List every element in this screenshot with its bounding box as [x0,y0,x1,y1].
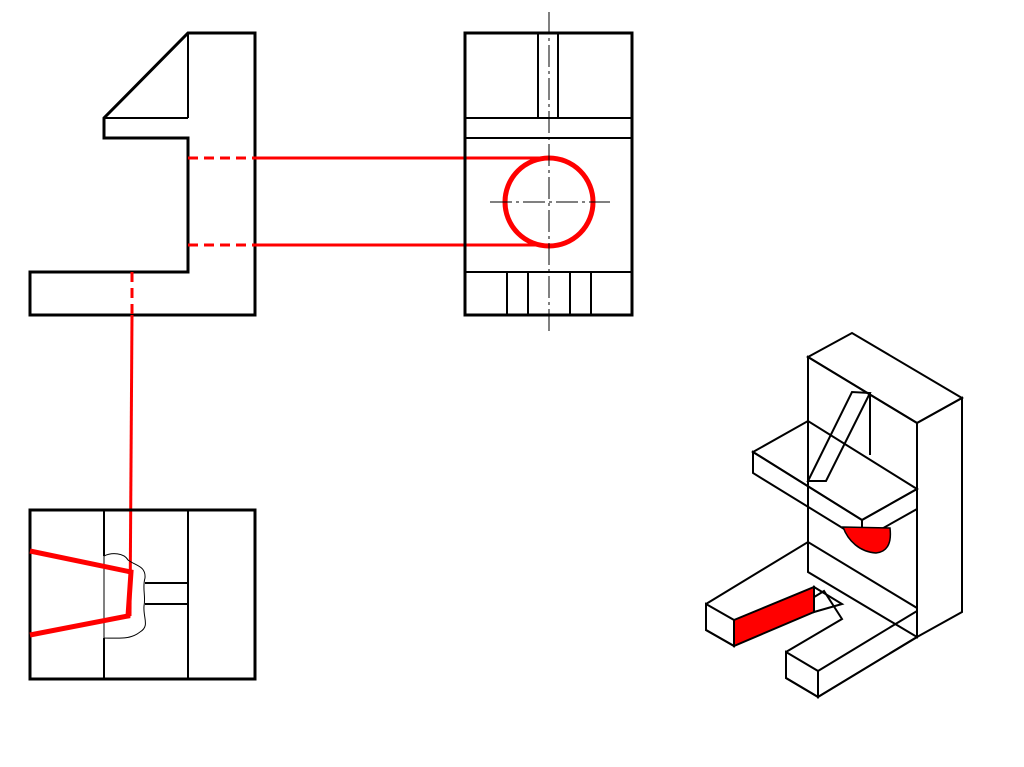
wall-right-face [916,396,963,639]
base-front-face [785,650,819,699]
base-left-face [705,602,735,648]
projection-lines [128,156,548,617]
slot-section-face [733,585,815,648]
front-view-outline [28,31,257,317]
front-view [28,31,257,317]
top-view-outline [28,508,257,681]
projection-line-vertical [128,314,134,617]
slot-section-line [29,548,134,638]
hole-cutout [841,526,892,554]
wall-top-face [805,331,965,425]
shelf-top-face [751,419,919,522]
base-right-face [817,609,918,699]
slot-end-face [813,585,845,614]
break-line [103,553,146,639]
isometric-view [705,331,965,699]
side-view [463,12,634,335]
rib-face [806,390,872,482]
top-view [28,508,257,681]
